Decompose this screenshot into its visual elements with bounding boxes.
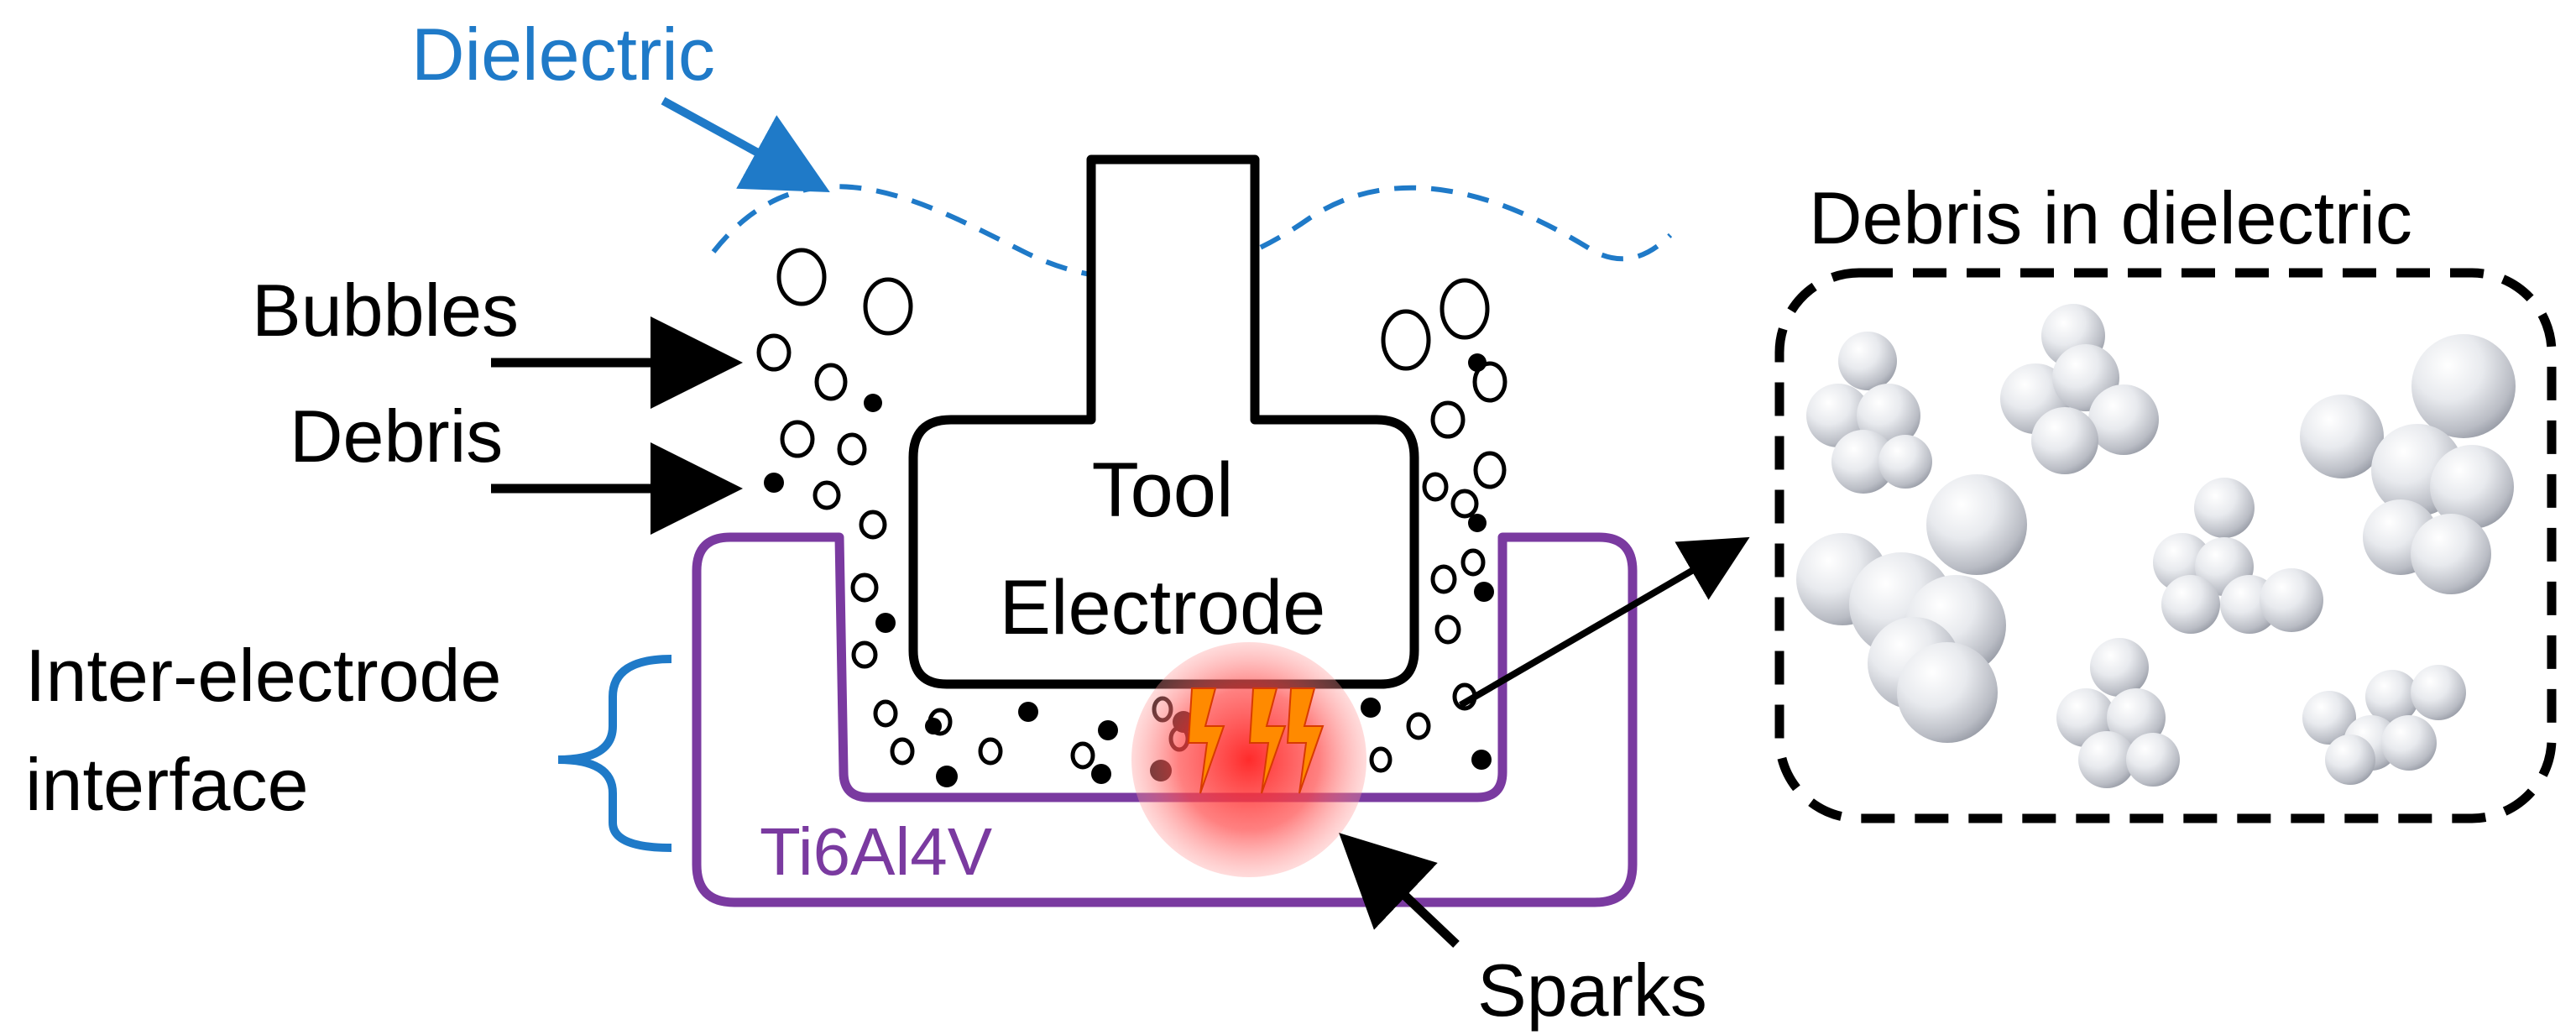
dielectric-surface bbox=[711, 184, 1673, 282]
debris-particle bbox=[1361, 698, 1381, 718]
debris-sphere bbox=[2302, 691, 2356, 745]
debris-particle bbox=[1468, 514, 1487, 532]
bubble bbox=[859, 510, 887, 540]
sparks-group bbox=[1187, 687, 1325, 794]
debris-sphere bbox=[2365, 670, 2419, 724]
bubble bbox=[851, 640, 878, 669]
bubble bbox=[873, 699, 898, 728]
debris-sphere bbox=[2411, 665, 2466, 720]
debris-sphere bbox=[2031, 407, 2098, 474]
sparks-label: Sparks bbox=[1477, 949, 1707, 1032]
bubble bbox=[837, 432, 867, 466]
bubble bbox=[1406, 712, 1431, 740]
debris-label: Debris bbox=[290, 395, 503, 478]
debris-sphere bbox=[1838, 332, 1897, 390]
debris-sphere bbox=[1897, 642, 1998, 743]
debris-sphere bbox=[2381, 715, 2437, 771]
bubble bbox=[1460, 548, 1486, 577]
spark-glow bbox=[1131, 642, 1366, 877]
debris-particle bbox=[1468, 353, 1487, 372]
debris-particle bbox=[875, 613, 896, 633]
bubble bbox=[1070, 741, 1095, 770]
interface-bracket bbox=[557, 655, 672, 852]
bubble bbox=[890, 737, 915, 766]
bubble bbox=[1422, 472, 1449, 502]
sparks-arrow bbox=[1339, 833, 1460, 948]
bubble bbox=[1369, 746, 1393, 773]
workpiece-label: Ti6Al4V bbox=[760, 814, 993, 889]
bubble bbox=[1440, 278, 1490, 340]
debris-particle bbox=[1471, 750, 1492, 770]
bubble bbox=[776, 248, 827, 306]
tool-label-line1: Tool bbox=[1092, 447, 1234, 533]
debris-sphere bbox=[2078, 731, 2135, 788]
bubble bbox=[813, 480, 841, 510]
bubble bbox=[863, 277, 913, 336]
debris-sphere bbox=[2090, 638, 2149, 697]
lightning-bolt-icon bbox=[1248, 687, 1287, 794]
bubble bbox=[1434, 614, 1461, 645]
debris-sphere bbox=[2411, 514, 2491, 594]
bubble bbox=[1473, 451, 1507, 489]
bubble bbox=[814, 363, 848, 401]
inset-title: Debris in dielectric bbox=[1809, 176, 2412, 259]
debris-particle bbox=[925, 718, 942, 734]
debris-particle bbox=[1091, 764, 1111, 784]
interface-label-line1: Inter-electrode bbox=[25, 634, 501, 717]
workpiece-ti6al4v bbox=[692, 532, 1638, 907]
debris-sphere bbox=[1831, 430, 1895, 494]
bubble bbox=[1430, 400, 1466, 439]
debris-sphere bbox=[2430, 445, 2514, 529]
interface-label-line2: interface bbox=[25, 743, 309, 826]
bubble bbox=[756, 333, 792, 372]
tool-electrode bbox=[908, 154, 1419, 689]
debris-particle bbox=[864, 394, 882, 412]
debris-sphere bbox=[1926, 474, 2027, 575]
debris-particle bbox=[1474, 582, 1494, 602]
dielectric-arrow bbox=[661, 97, 830, 193]
bubble bbox=[1430, 564, 1457, 594]
debris-sphere bbox=[2325, 734, 2375, 785]
bubbles-label: Bubbles bbox=[252, 269, 519, 352]
bubble bbox=[1381, 309, 1431, 371]
bubble bbox=[978, 737, 1003, 766]
debris-particle bbox=[764, 473, 784, 493]
bubble bbox=[850, 572, 879, 603]
bubble bbox=[1472, 361, 1507, 403]
dielectric-label: Dielectric bbox=[411, 13, 715, 96]
tool-label-line2: Electrode bbox=[1000, 565, 1326, 651]
bubbles-group bbox=[756, 248, 1507, 773]
lightning-bolt-icon bbox=[1286, 687, 1325, 794]
debris-sphere bbox=[2161, 575, 2220, 634]
particle-clusters bbox=[1796, 304, 2516, 788]
debris-sphere bbox=[2411, 334, 2516, 438]
inset-frame bbox=[1774, 268, 2557, 823]
debris-sphere bbox=[2260, 568, 2323, 632]
debris-sphere bbox=[2300, 395, 2384, 478]
debris-sphere bbox=[2088, 384, 2159, 455]
debris-sphere bbox=[2107, 688, 2166, 747]
debris-particle bbox=[936, 766, 958, 787]
debris-sphere bbox=[2194, 478, 2255, 538]
bubble bbox=[780, 420, 815, 458]
bubble bbox=[1450, 489, 1479, 519]
debris-sphere bbox=[2126, 733, 2180, 787]
debris-particle bbox=[1098, 720, 1118, 740]
debris-particle bbox=[1018, 702, 1038, 722]
lightning-bolt-icon bbox=[1187, 687, 1225, 794]
inset-arrow bbox=[1458, 536, 1750, 708]
debris-sphere bbox=[1878, 435, 1932, 489]
